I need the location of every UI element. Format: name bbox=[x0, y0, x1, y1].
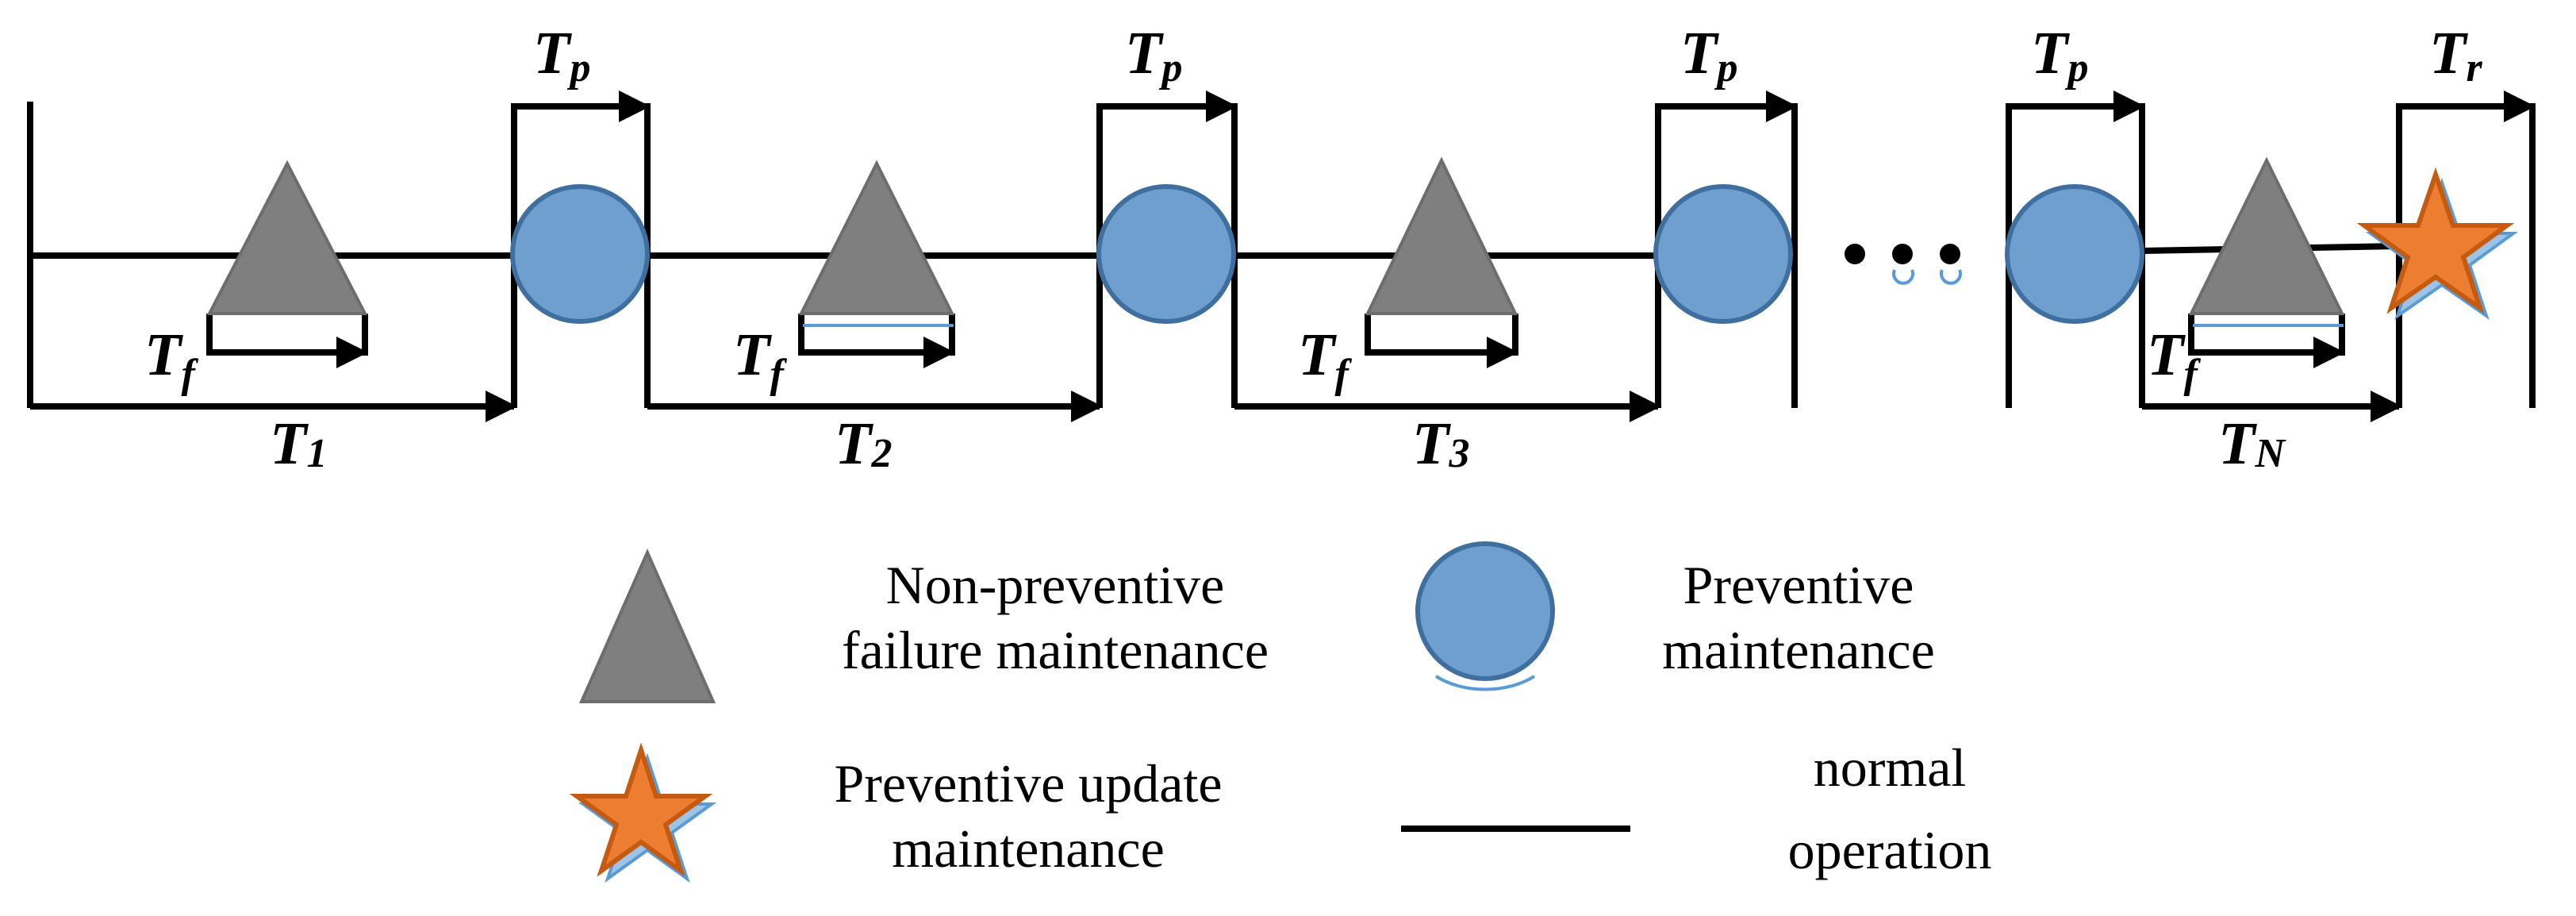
star-icon bbox=[2356, 167, 2519, 321]
tp-label-3: Tp bbox=[1680, 20, 1737, 90]
star-icon bbox=[569, 742, 713, 877]
legend-item-normal: normal operation bbox=[1401, 737, 1991, 880]
circle-icon bbox=[2005, 184, 2144, 324]
top-labels: Tp Tp Tp Tp Tr bbox=[533, 20, 2482, 90]
circle-icon bbox=[1096, 184, 1236, 324]
tn-label: TN bbox=[2218, 410, 2286, 477]
preventive-events bbox=[510, 184, 2144, 324]
legend-preventive-line-2: maintenance bbox=[1662, 620, 1935, 680]
timeline: Tp Tp Tp Tp Tr Tf Tf Tf Tf T1 T2 T3 TN bbox=[27, 20, 2536, 477]
triangle-icon bbox=[206, 160, 368, 315]
tr-label: Tr bbox=[2429, 20, 2482, 90]
tf-bracket-1 bbox=[206, 314, 368, 356]
failure-events bbox=[206, 156, 2345, 327]
t3-label: T3 bbox=[1412, 410, 1469, 477]
legend: Non-preventive failure maintenance Preve… bbox=[569, 541, 1991, 883]
legend-normal-line-2: operation bbox=[1788, 820, 1992, 880]
legend-item-update: Preventive update maintenance bbox=[569, 742, 1223, 883]
triangle-icon bbox=[1365, 156, 1518, 315]
t1-label: T1 bbox=[270, 410, 327, 477]
tf-label-4: Tf bbox=[2147, 321, 2201, 397]
tf-bracket-2 bbox=[798, 314, 955, 356]
tp-label-2: Tp bbox=[1125, 20, 1182, 90]
legend-failure-line-1: Non-preventive bbox=[886, 555, 1225, 615]
star-body bbox=[2356, 167, 2515, 314]
tf-brackets bbox=[206, 314, 2345, 368]
legend-normal-line-1: normal bbox=[1814, 737, 1967, 798]
tp-label-4: Tp bbox=[2031, 20, 2088, 90]
tf-label-3: Tf bbox=[1298, 321, 1352, 397]
ellipsis-dots-icon bbox=[1845, 244, 1962, 285]
legend-update-line-1: Preventive update bbox=[834, 753, 1222, 814]
legend-preventive-line-1: Preventive bbox=[1683, 555, 1914, 615]
triangle-icon bbox=[798, 160, 955, 315]
period-labels: T1 T2 T3 TN bbox=[270, 410, 2286, 477]
circle-icon bbox=[1653, 184, 1793, 324]
legend-update-line-2: maintenance bbox=[892, 818, 1165, 879]
circle-icon bbox=[1415, 541, 1555, 681]
triangle-icon bbox=[2188, 156, 2345, 315]
tf-bracket-3 bbox=[1365, 314, 1518, 356]
tf-label-2: Tf bbox=[733, 321, 787, 397]
tp-label-1: Tp bbox=[533, 20, 590, 90]
legend-item-preventive: Preventive maintenance bbox=[1415, 541, 1935, 691]
legend-failure-line-2: failure maintenance bbox=[842, 620, 1269, 680]
tf-label-1: Tf bbox=[144, 321, 198, 397]
t2-label: T2 bbox=[835, 410, 892, 477]
legend-item-failure: Non-preventive failure maintenance bbox=[578, 548, 1269, 703]
shadow-line bbox=[1434, 675, 1536, 691]
tf-bracket-4 bbox=[2188, 314, 2345, 356]
circle-icon bbox=[510, 184, 650, 324]
tf-labels: Tf Tf Tf Tf bbox=[144, 321, 2201, 397]
triangle-icon bbox=[578, 548, 716, 703]
